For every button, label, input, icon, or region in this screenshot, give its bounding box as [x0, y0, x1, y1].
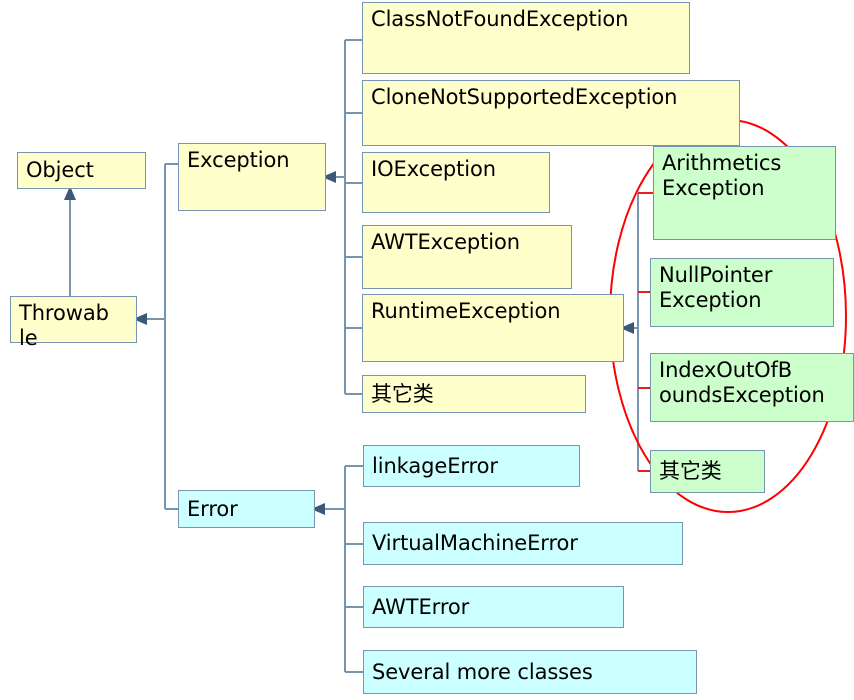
node-null-pointer-exception[interactable]: NullPointer Exception: [650, 258, 834, 327]
node-virtual-machine-error[interactable]: VirtualMachineError: [363, 522, 683, 565]
node-label-exception: Exception: [187, 148, 290, 172]
node-error[interactable]: Error: [178, 490, 315, 528]
node-awt-exception[interactable]: AWTException: [362, 225, 572, 289]
node-clone-not-supported[interactable]: CloneNotSupportedException: [362, 80, 740, 146]
node-label-io-exception: IOException: [371, 157, 496, 181]
node-label-exception-other: 其它类: [371, 381, 434, 406]
node-label-runtime-other: 其它类: [659, 459, 722, 483]
node-linkage-error[interactable]: linkageError: [363, 445, 580, 487]
node-label-clone-not-supported: CloneNotSupportedException: [371, 85, 678, 109]
node-index-out-of-bounds[interactable]: IndexOutOfB oundsException: [650, 353, 854, 422]
node-throwable[interactable]: Throwab le: [10, 296, 137, 350]
node-label-linkage-error: linkageError: [372, 453, 498, 478]
node-label-error: Error: [187, 496, 238, 521]
node-class-not-found[interactable]: ClassNotFoundException: [362, 2, 690, 74]
node-label-virtual-machine-error: VirtualMachineError: [372, 531, 578, 555]
node-label-throwable: Throwab le: [19, 301, 109, 350]
node-runtime-other[interactable]: 其它类: [650, 450, 765, 493]
node-exception[interactable]: Exception: [178, 143, 326, 211]
node-label-arithmetics-exception: Arithmetics Exception: [662, 151, 782, 200]
node-label-awt-error: AWTError: [372, 594, 470, 619]
node-io-exception[interactable]: IOException: [362, 152, 550, 213]
node-awt-error[interactable]: AWTError: [363, 586, 624, 628]
node-several-more-classes[interactable]: Several more classes: [363, 650, 697, 694]
node-label-runtime-exception: RuntimeException: [371, 299, 561, 323]
node-exception-other[interactable]: 其它类: [362, 375, 586, 413]
node-label-several-more-classes: Several more classes: [372, 659, 593, 684]
node-label-index-out-of-bounds: IndexOutOfB oundsException: [659, 358, 825, 407]
node-arithmetics-exception[interactable]: Arithmetics Exception: [653, 146, 836, 240]
node-object[interactable]: Object: [17, 152, 146, 189]
node-label-awt-exception: AWTException: [371, 230, 520, 254]
node-runtime-exception[interactable]: RuntimeException: [362, 294, 624, 362]
node-label-object: Object: [26, 158, 94, 182]
node-label-class-not-found: ClassNotFoundException: [371, 7, 629, 31]
node-label-null-pointer-exception: NullPointer Exception: [659, 263, 773, 312]
